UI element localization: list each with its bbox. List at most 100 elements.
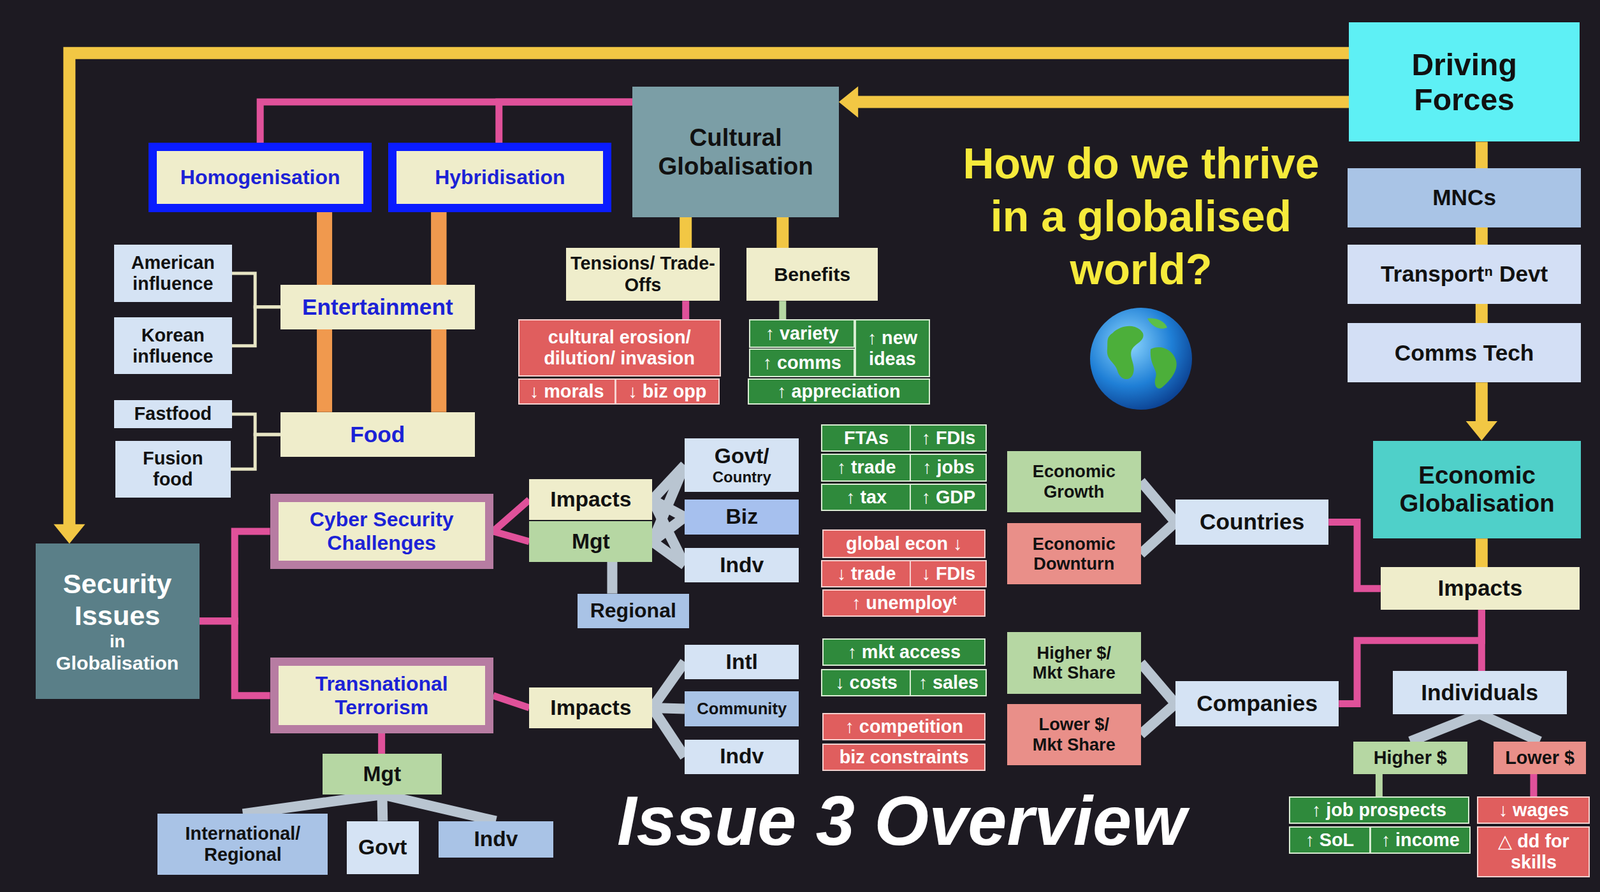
concept-box: Cyber Security Challenges bbox=[270, 494, 494, 570]
node-text: Security Issues bbox=[39, 568, 196, 632]
globe-icon bbox=[1086, 304, 1196, 414]
impact-cell: ↑ SoL bbox=[1288, 826, 1371, 855]
node-text: Comms Tech bbox=[1351, 340, 1578, 367]
impact-cell: ↑ new ideas bbox=[854, 319, 931, 378]
node-text: ↓ biz opp bbox=[620, 381, 714, 403]
connector-line bbox=[778, 300, 786, 320]
node-text: ↑ appreciation bbox=[752, 381, 925, 403]
node-text: American influence bbox=[117, 252, 229, 295]
stakeholder-box: International/ Regional bbox=[157, 814, 328, 876]
connector-line bbox=[493, 531, 530, 542]
node-text: Fusion food bbox=[134, 448, 211, 491]
connector-line bbox=[652, 465, 685, 542]
node-text: ↑ mkt access bbox=[827, 641, 981, 663]
node-text: MNCs bbox=[1351, 184, 1578, 211]
node-text: Driving Forces bbox=[1405, 47, 1523, 118]
node-text: in bbox=[39, 631, 196, 652]
topic-box: Countries bbox=[1175, 499, 1329, 545]
node-text: Higher $ bbox=[1357, 747, 1464, 769]
impact-cell: ↑ trade bbox=[821, 453, 912, 482]
node-text: ↑ SoL bbox=[1294, 829, 1366, 851]
connector-line bbox=[606, 562, 618, 595]
node-text: Benefits bbox=[750, 263, 874, 286]
connector-line bbox=[378, 733, 386, 755]
connector-line bbox=[499, 101, 633, 143]
node-text: ↑ tax bbox=[826, 487, 907, 509]
connector bbox=[242, 794, 383, 815]
connector bbox=[782, 300, 783, 320]
title: How do we thrive in a globalised world? bbox=[946, 137, 1336, 296]
connector bbox=[1533, 774, 1534, 797]
connector bbox=[1378, 774, 1380, 797]
impact-cell: biz constraints bbox=[822, 743, 986, 772]
node-text: ↑ FDIs bbox=[914, 427, 982, 449]
driver-box: Driving Forces bbox=[1348, 22, 1580, 142]
connector bbox=[1141, 481, 1176, 523]
node-text: Intl bbox=[688, 650, 795, 676]
node-text: Govt bbox=[350, 835, 415, 861]
connector bbox=[1141, 662, 1176, 704]
connector-line bbox=[1475, 304, 1488, 324]
impact-cell: ↑ sales bbox=[909, 669, 987, 697]
connector-line bbox=[1478, 610, 1486, 672]
connector-line bbox=[1410, 714, 1480, 742]
connector-line bbox=[1479, 714, 1540, 742]
node-text: Economic Globalisation bbox=[1376, 461, 1578, 518]
connector-line bbox=[199, 621, 271, 697]
outcome-box: Lower $/ Mkt Share bbox=[1007, 704, 1142, 766]
connector bbox=[260, 101, 633, 143]
globe-land bbox=[1107, 326, 1144, 380]
impact-cell: global econ ↓ bbox=[822, 529, 986, 559]
topic-box: Impacts bbox=[1380, 567, 1580, 611]
node-text: global econ ↓ bbox=[827, 533, 981, 555]
impact-cell: ↑ comms bbox=[749, 348, 855, 378]
connector-line bbox=[1475, 538, 1488, 568]
connector-line bbox=[1141, 704, 1176, 735]
impact-cell: FTAs bbox=[821, 424, 912, 452]
outcome-box: Higher $ bbox=[1353, 741, 1468, 775]
node-text: ↓ morals bbox=[523, 381, 611, 403]
topic-box: Companies bbox=[1175, 681, 1339, 727]
node-text: Regional bbox=[581, 599, 685, 623]
node-text: Community bbox=[688, 699, 795, 719]
node-text: Impacts bbox=[532, 696, 649, 721]
topic-box: Individuals bbox=[1392, 671, 1567, 714]
concept-box: Hybridisation bbox=[388, 142, 612, 213]
connector bbox=[199, 531, 271, 622]
node-text: cultural erosion/ dilution/ invasion bbox=[523, 327, 716, 370]
node-text: ↑ jobs bbox=[914, 457, 982, 479]
connector-layer bbox=[53, 52, 1540, 822]
theme-box: Security IssuesinGlobalisation bbox=[35, 543, 200, 699]
connector bbox=[1466, 382, 1498, 441]
impact-cell: cultural erosion/ dilution/ invasion bbox=[518, 319, 721, 377]
topic-box: Entertainment bbox=[280, 284, 475, 330]
node-text: ↑ competition bbox=[827, 716, 981, 738]
stakeholder-box: Govt bbox=[346, 821, 419, 875]
connector-line bbox=[679, 217, 692, 248]
connector-line bbox=[1475, 227, 1488, 245]
connector bbox=[53, 52, 1349, 544]
topic-box: Mgt bbox=[529, 521, 653, 563]
stakeholder-box: Regional bbox=[577, 594, 689, 629]
stakeholder-box: Community bbox=[684, 691, 799, 727]
connector bbox=[782, 217, 783, 248]
driver-box: Transportⁿ Devt bbox=[1347, 244, 1581, 305]
stakeholder-box: Biz bbox=[684, 499, 799, 535]
impact-cell: ↓ FDIs bbox=[909, 560, 987, 588]
connector-line bbox=[1475, 382, 1488, 424]
node-text: Globalisation bbox=[39, 652, 196, 675]
connector bbox=[1481, 304, 1483, 324]
connector-line bbox=[652, 541, 685, 566]
connector-line bbox=[493, 499, 530, 532]
connector bbox=[652, 662, 685, 709]
connector-line bbox=[199, 531, 271, 622]
node-text: Economic Downturn bbox=[1026, 534, 1122, 575]
node-text: Companies bbox=[1179, 690, 1335, 718]
node-text: ↑ sales bbox=[914, 672, 982, 694]
example-box: Korean influence bbox=[114, 317, 233, 375]
connector bbox=[652, 541, 685, 566]
impact-cell: ↓ morals bbox=[518, 378, 616, 406]
theme-box: Economic Globalisation bbox=[1373, 441, 1581, 540]
outcome-box: Higher $/ Mkt Share bbox=[1007, 632, 1142, 694]
node-text: Fastfood bbox=[117, 403, 229, 425]
